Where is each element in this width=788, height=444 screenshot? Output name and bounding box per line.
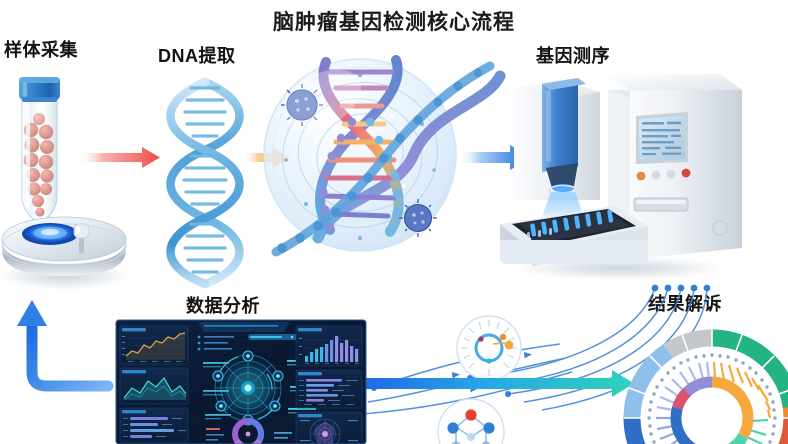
sample-platform-icon xyxy=(0,216,130,290)
sequencer-screen xyxy=(636,112,688,164)
sphere-helix xyxy=(312,55,506,244)
stage-label-data-analysis: 数据分析 xyxy=(186,296,260,316)
stage-label-dna-extraction: DNA提取 xyxy=(158,46,236,66)
dashboard-icon xyxy=(115,319,367,444)
sequencer-machine-icon xyxy=(500,74,742,280)
arrow-sample-to-dna xyxy=(78,147,160,168)
panel-hbar-list xyxy=(295,369,363,409)
arrow-core-to-sequencer xyxy=(458,145,532,170)
platform-knob-icon xyxy=(73,223,90,254)
panel-radial-hud xyxy=(197,334,362,444)
arrow-data-to-result xyxy=(366,370,634,397)
test-tube-icon xyxy=(19,77,60,225)
panel-donut xyxy=(232,417,264,444)
sequencer-buttons[interactable] xyxy=(636,168,691,181)
page-title: 脑肿瘤基因检测核心流程 xyxy=(273,11,515,34)
panel-radar xyxy=(295,411,363,444)
circos-chart-icon xyxy=(623,329,788,444)
molecule-network-badge-icon xyxy=(437,398,505,444)
donut-chart-badge-icon xyxy=(456,315,522,381)
arrow-data-to-sample xyxy=(17,300,114,392)
stage-label-sample-collection: 样体采集 xyxy=(4,40,78,60)
dna-sphere-icon xyxy=(263,55,506,257)
panel-hbar-purple xyxy=(119,407,189,443)
sample-tray-wells xyxy=(527,209,614,239)
panel-area-teal xyxy=(119,367,189,405)
panel-bar-cyan xyxy=(295,325,363,367)
sphere-outer-strand xyxy=(271,61,495,257)
stage-label-gene-sequencing: 基因测序 xyxy=(536,46,610,66)
panel-line-gold xyxy=(119,325,189,365)
virus-particle-icon xyxy=(281,84,437,237)
